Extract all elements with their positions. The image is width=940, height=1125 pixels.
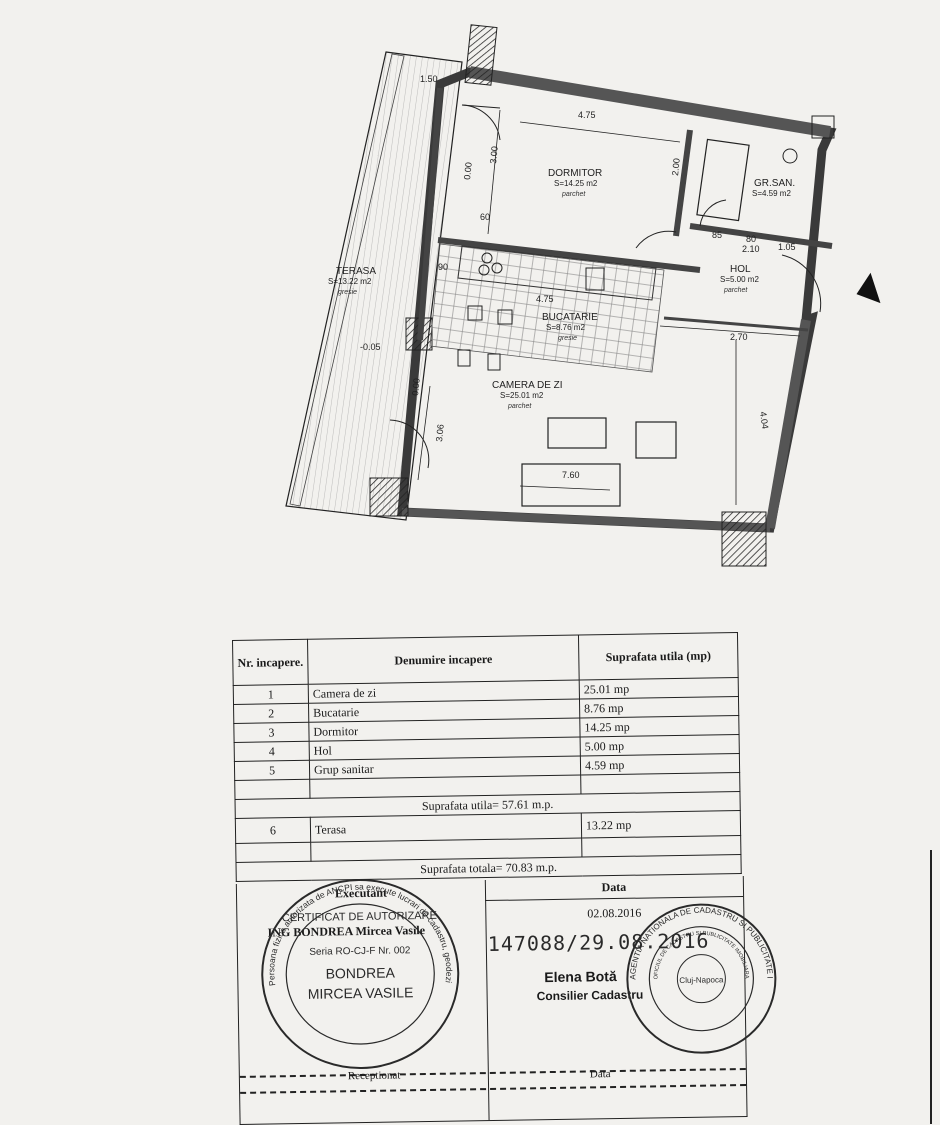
- room-area-hol: S=5.00 m2: [720, 275, 759, 284]
- dim-text: 2.70: [730, 332, 748, 342]
- stamp-name-1: BONDREA: [326, 964, 396, 981]
- dim-text: 7.60: [562, 470, 580, 480]
- stamp-ring: AGENTIA NATIONALA DE CADASTRU SI PUBLICI…: [620, 897, 774, 981]
- room-label-hol: HOL: [730, 264, 751, 275]
- table-header-row: Nr. incapere. Denumire incapere Suprafat…: [232, 632, 739, 686]
- bathtub: [696, 138, 750, 222]
- dashed-separator: [240, 1083, 747, 1094]
- stamp-ring-text: AGENTIA NATIONALA DE CADASTRU SI PUBLICI…: [620, 897, 774, 981]
- room-area-camera-de-zi: S=25.01 m2: [500, 391, 544, 400]
- dim-text: 2.00: [670, 158, 682, 176]
- reviewer-name: Elena Botă: [544, 968, 617, 986]
- row-nr: 5: [234, 760, 310, 781]
- sofa: [521, 463, 621, 507]
- row-area: 13.22 mp: [581, 810, 741, 839]
- room-area-bucatarie: S=8.76 m2: [546, 323, 585, 332]
- kitchen-area: [429, 243, 665, 373]
- row-area: 4.59 mp: [580, 753, 740, 776]
- column-top: [464, 24, 498, 86]
- row-area: 14.25 mp: [579, 715, 740, 738]
- stamp-name-2: MIRCEA VASILE: [308, 984, 414, 1002]
- dim-text: -0.05: [360, 342, 381, 352]
- column-bottom-right: [721, 511, 767, 567]
- armchair: [635, 421, 677, 459]
- empty-cell: [580, 772, 740, 795]
- room-finish-dormitor: parchet: [561, 191, 586, 198]
- room-finish-hol: parchet: [723, 287, 748, 294]
- stamp-series: Seria RO-CJ-F Nr. 002: [309, 945, 411, 958]
- room-label-camera-de-zi: CAMERA DE ZI: [492, 380, 563, 391]
- terrace-area: [285, 51, 463, 521]
- door-hall: [635, 230, 677, 249]
- row-nr: 4: [234, 741, 310, 762]
- dim-text: 4.75: [536, 294, 554, 304]
- dim-text: 60: [480, 212, 490, 222]
- door-living: [389, 419, 430, 469]
- row-nr: 6: [235, 817, 311, 844]
- floor-plan: DORMITOR S=14.25 m2 parchet GR.SAN. S=4.…: [285, 24, 881, 567]
- empty-cell: [581, 835, 741, 858]
- room-area-grup-sanitar: S=4.59 m2: [752, 189, 791, 198]
- room-finish-terasa: gresie: [338, 289, 357, 296]
- dim-text: 85: [712, 230, 722, 240]
- stamp-title: CERTIFICAT DE AUTORIZARE: [282, 910, 437, 924]
- room-label-grup-sanitar: GR.SAN.: [754, 178, 795, 189]
- dim-text: 0.00: [410, 378, 422, 396]
- room-finish-bucatarie: gresie: [558, 335, 577, 342]
- dim-text: 4.75: [578, 110, 596, 120]
- header-nr: Nr. incapere.: [232, 639, 309, 686]
- column-bottom-left: [369, 477, 409, 517]
- dim-text: 2.10: [742, 244, 760, 254]
- row-nr: 2: [233, 703, 309, 724]
- room-finish-camera-de-zi: parchet: [507, 403, 532, 410]
- dim-text: 3.06: [434, 424, 446, 442]
- dim-text: 1.50: [420, 74, 438, 84]
- row-nr: 3: [233, 722, 310, 743]
- room-area-terasa: S=13.22 m2: [328, 277, 372, 286]
- room-area-dormitor: S=14.25 m2: [554, 179, 598, 188]
- margin-line: [930, 850, 932, 1124]
- table-furniture: [547, 417, 607, 449]
- dim-text: 80: [746, 234, 756, 244]
- dim-text: 4.04: [758, 411, 770, 430]
- room-label-bucatarie: BUCATARIE: [542, 312, 598, 323]
- room-label-terasa: TERASA: [336, 266, 376, 277]
- empty-cell: [235, 842, 311, 863]
- room-table: Nr. incapere. Denumire incapere Suprafat…: [232, 632, 742, 882]
- data-label-2: Data: [589, 1068, 611, 1081]
- row-nr: 1: [233, 684, 309, 705]
- row-area: 8.76 mp: [579, 696, 739, 719]
- room-table-section: Nr. incapere. Denumire incapere Suprafat…: [232, 632, 777, 1125]
- room-label-dormitor: DORMITOR: [548, 168, 602, 179]
- header-name: Denumire incapere: [307, 635, 580, 685]
- row-area: 5.00 mp: [580, 734, 740, 757]
- floor-plan-drawing: DORMITOR S=14.25 m2 parchet GR.SAN. S=4.…: [285, 24, 837, 567]
- dim-text: 0.00: [462, 162, 474, 180]
- door-bedroom: [461, 104, 501, 141]
- dim-text: 90: [438, 262, 448, 272]
- data-label: Data: [601, 879, 627, 895]
- row-area: 25.01 mp: [579, 677, 739, 700]
- door-entry: [781, 254, 822, 313]
- stamp-center: Cluj-Napoca: [679, 975, 724, 985]
- dim-text: 1.05: [778, 242, 796, 252]
- ocpi-stamp: AGENTIA NATIONALA DE CADASTRU SI PUBLICI…: [620, 897, 777, 1054]
- dim-text: 3.00: [488, 146, 500, 164]
- header-area: Suprafata utila (mp): [578, 632, 739, 681]
- surveyor-stamp: CERTIFICAT DE AUTORIZARE Seria RO-CJ-F N…: [254, 872, 460, 1070]
- empty-cell: [234, 779, 310, 800]
